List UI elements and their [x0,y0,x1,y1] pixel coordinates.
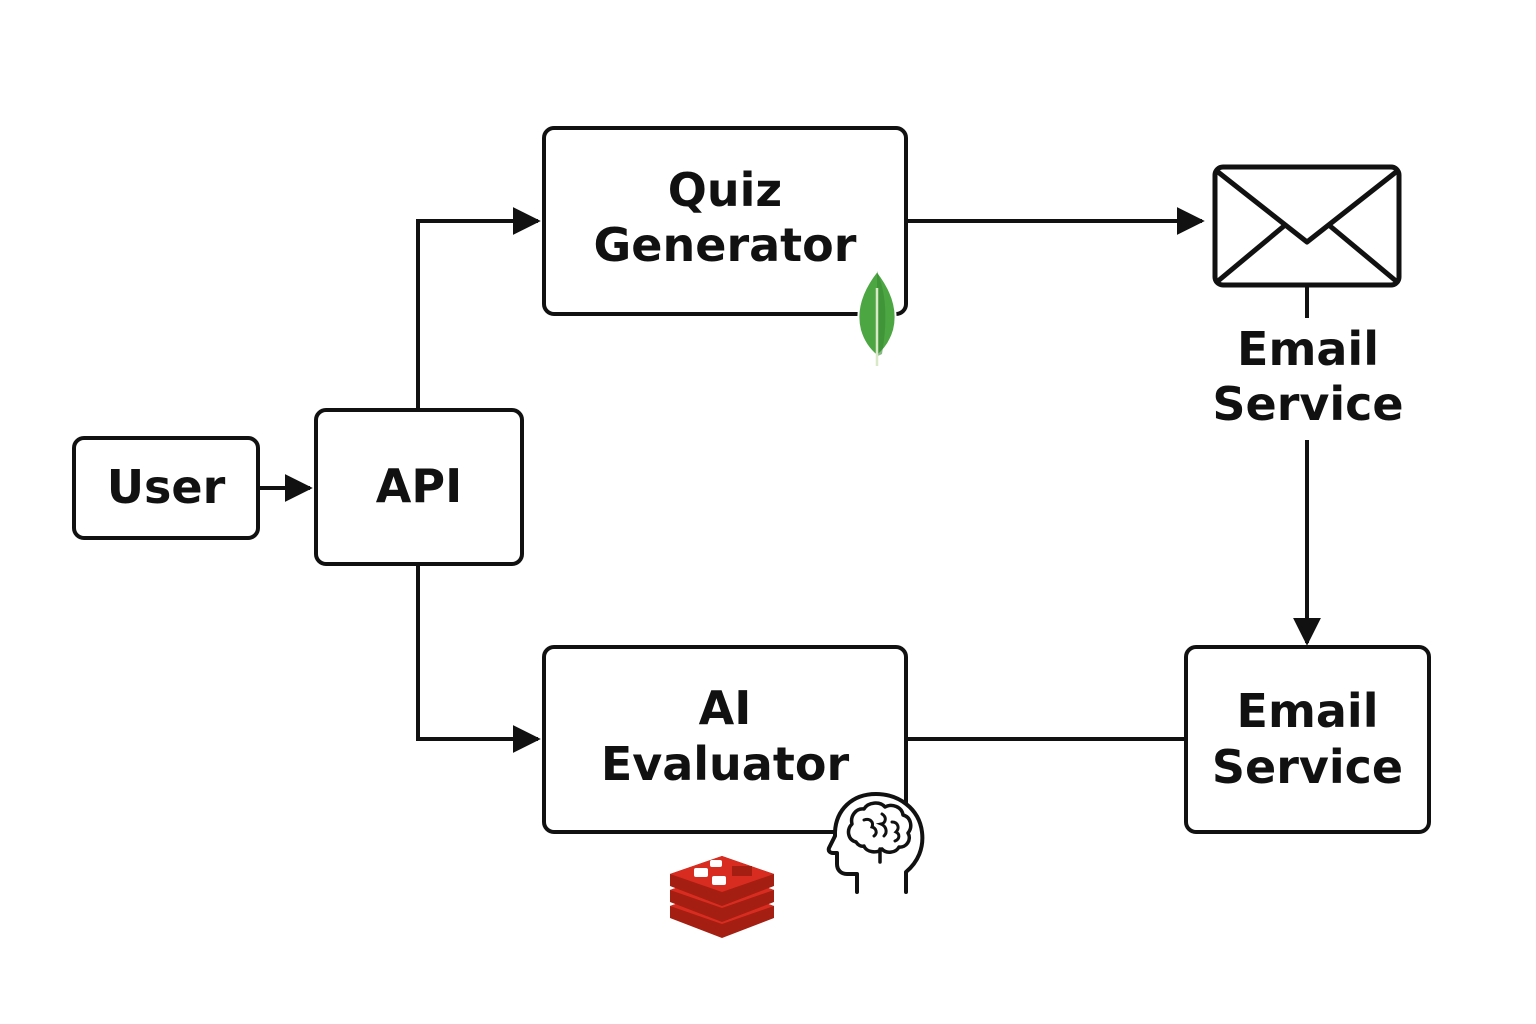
email-service-node: Email Service [1184,645,1431,834]
email-icon-label-line1: Email [1237,322,1379,376]
email-service-icon-label: Email Service [1198,322,1418,433]
email-service-label-line2: Service [1211,739,1404,794]
envelope-icon [1212,164,1402,288]
mongodb-leaf-icon [857,269,897,366]
brain-head-icon [826,792,925,894]
ai-evaluator-label-line1: AI [698,681,752,736]
redis-stack-icon [670,856,774,938]
ai-evaluator-label-line2: Evaluator [600,736,850,791]
user-label: User [106,460,226,515]
quiz-generator-label-line2: Generator [593,218,857,272]
api-node: API [314,408,524,566]
email-icon-label-line2: Service [1212,377,1404,432]
user-node: User [72,436,260,540]
quiz-generator-label-line1: Quiz [667,162,783,217]
quiz-generator-node: Quiz Generator [542,126,908,316]
arrow-api-to-ai-evaluator [416,566,541,753]
email-service-label-line1: Email [1236,684,1379,739]
arrow-api-to-quiz-generator [416,207,541,408]
api-label: API [375,459,463,514]
